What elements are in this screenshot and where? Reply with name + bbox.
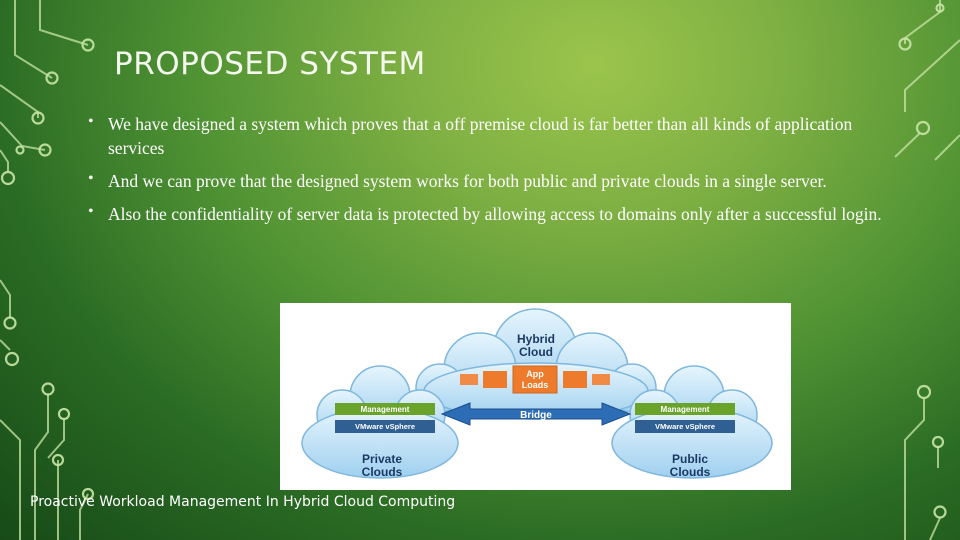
bridge-label: Bridge xyxy=(520,410,552,421)
app-load-box-small xyxy=(563,371,587,388)
slide-title: PROPOSED SYSTEM xyxy=(114,46,426,82)
bullet-dot-icon: • xyxy=(88,203,94,220)
bridge-arrow xyxy=(440,402,632,426)
bullet-item: • Also the confidentiality of server dat… xyxy=(88,202,888,226)
bullet-text: And we can prove that the designed syste… xyxy=(108,171,827,191)
hybrid-cloud-diagram: Hybrid Cloud App Loads Bridge Management… xyxy=(280,303,791,490)
private-management-bar xyxy=(335,403,435,415)
bullet-dot-icon: • xyxy=(88,170,94,187)
private-vsphere-label: VMware vSphere xyxy=(355,422,415,431)
app-load-box-small xyxy=(592,374,610,385)
public-management-bar xyxy=(635,403,735,415)
app-load-box-small xyxy=(483,371,507,388)
app-loads-box xyxy=(512,365,558,394)
public-vsphere-bar xyxy=(635,420,735,433)
private-vsphere-bar xyxy=(335,420,435,433)
bullet-item: • We have designed a system which proves… xyxy=(88,112,888,160)
bullet-text: We have designed a system which proves t… xyxy=(108,114,853,158)
private-clouds-label: Clouds xyxy=(362,465,403,479)
public-clouds-label: Public xyxy=(672,452,708,466)
private-management-label: Management xyxy=(361,405,410,414)
app-load-box-small xyxy=(460,374,478,385)
bullet-item: • And we can prove that the designed sys… xyxy=(88,169,888,193)
bullet-list: • We have designed a system which proves… xyxy=(88,112,888,235)
hybrid-cloud-label: Hybrid xyxy=(517,332,555,346)
hybrid-cloud-label: Cloud xyxy=(519,345,553,359)
public-clouds-label: Clouds xyxy=(670,465,711,479)
public-management-label: Management xyxy=(661,405,710,414)
bullet-text: Also the confidentiality of server data … xyxy=(108,204,882,224)
slide-footer: Proactive Workload Management In Hybrid … xyxy=(30,494,456,510)
public-vsphere-label: VMware vSphere xyxy=(655,422,715,431)
app-loads-label: App xyxy=(526,369,544,379)
app-loads-label: Loads xyxy=(522,380,549,390)
private-clouds-label: Private xyxy=(362,452,402,466)
hybrid-cloud-shape xyxy=(415,308,657,420)
bullet-dot-icon: • xyxy=(88,113,94,130)
